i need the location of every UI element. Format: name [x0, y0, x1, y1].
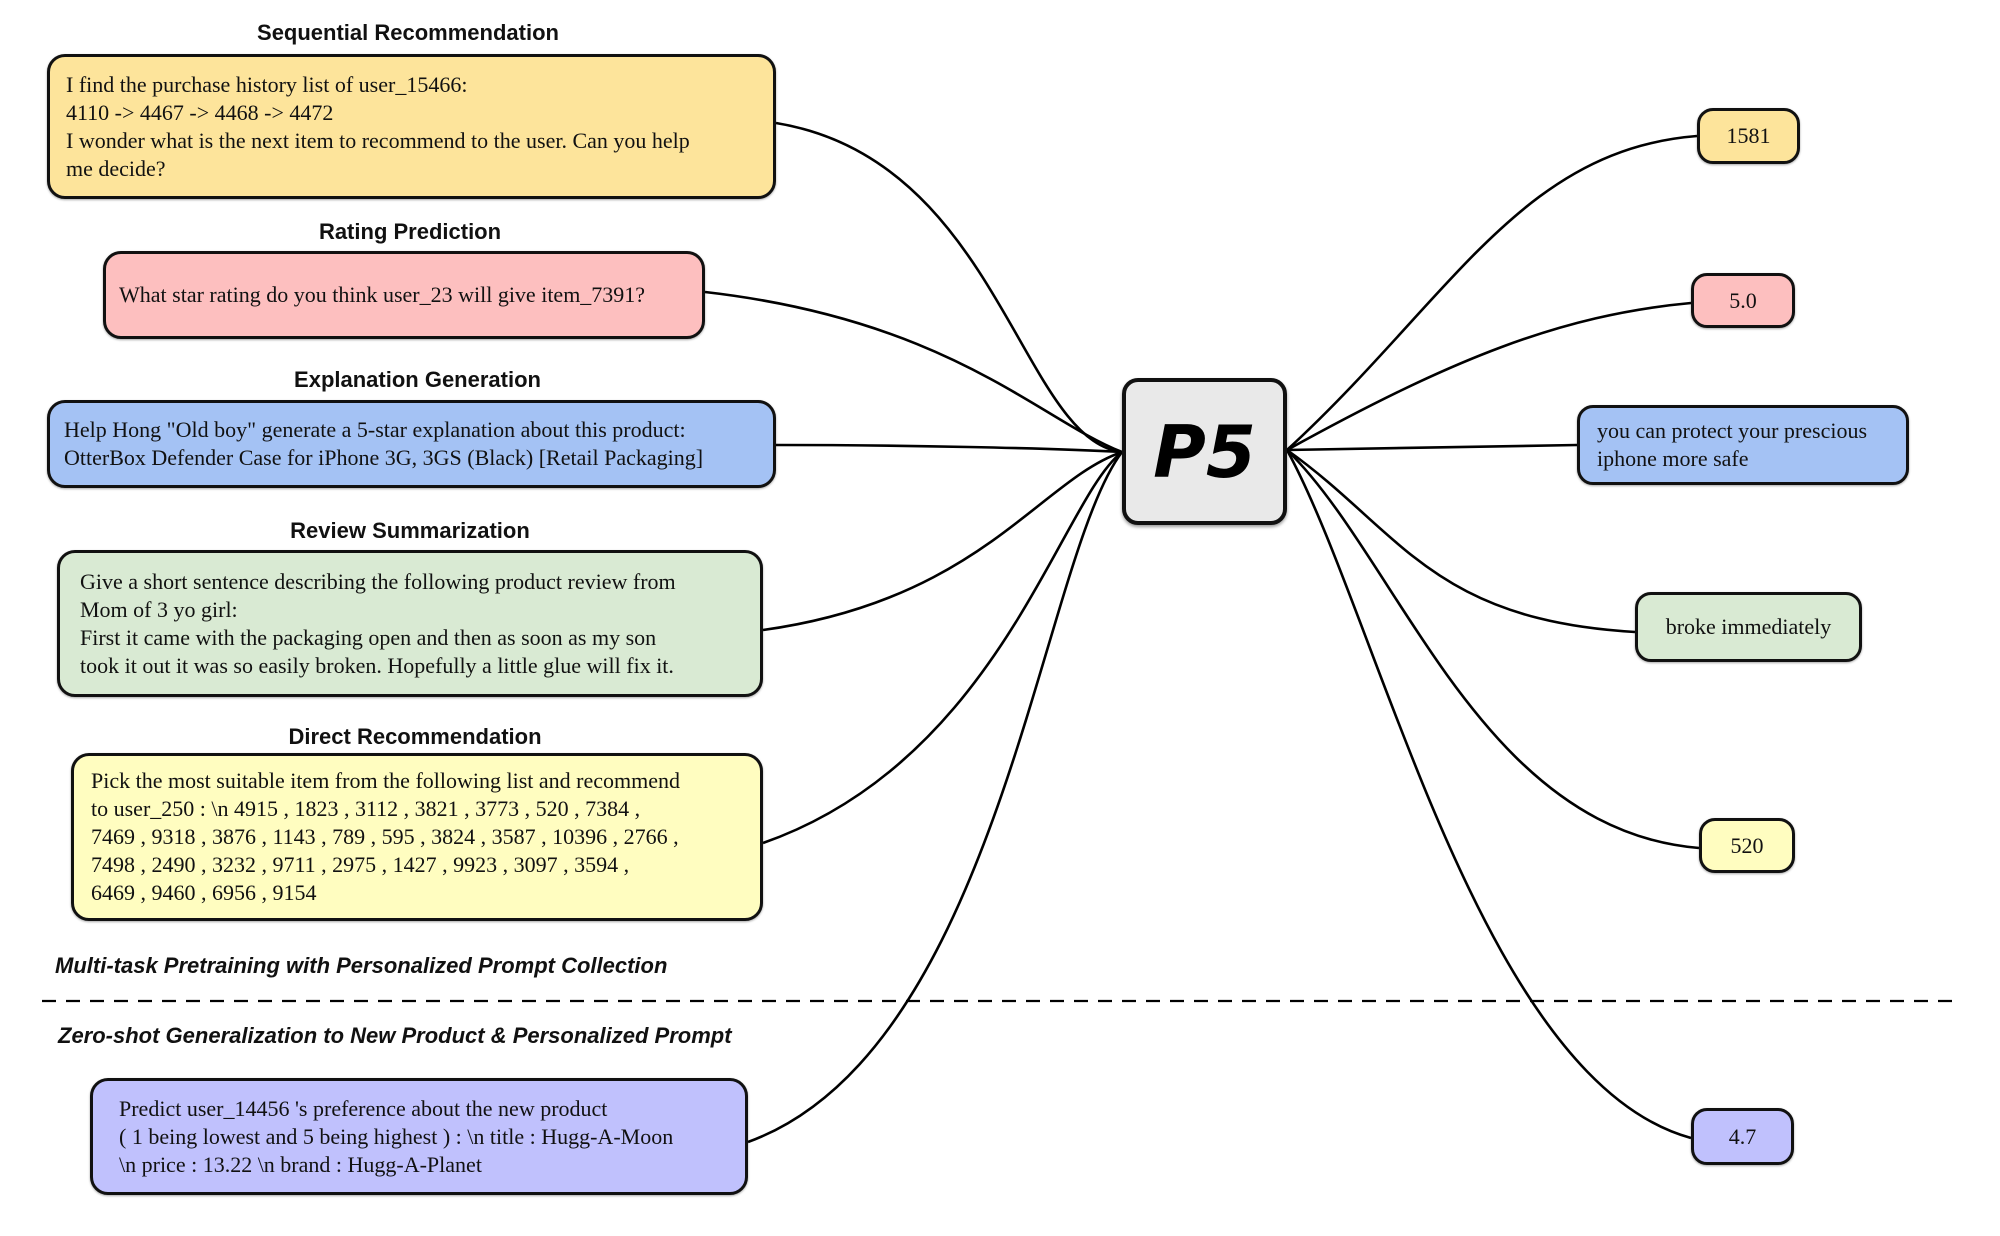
- connector-explanation-output: [1286, 443, 1578, 452]
- prompt-text-rating: What star rating do you think user_23 wi…: [119, 282, 646, 307]
- prompt-box-zeroshot: Predict user_14456 's preference about t…: [90, 1078, 748, 1195]
- prompt-box-direct: Pick the most suitable item from the fol…: [71, 753, 763, 921]
- connector-explanation-input: [775, 443, 1123, 454]
- prompt-box-rating: What star rating do you think user_23 wi…: [103, 251, 705, 339]
- output-text-zeroshot: 4.7: [1728, 1123, 1757, 1149]
- connector-zeroshot-input: [747, 451, 1124, 1144]
- task-title-direct: Direct Recommendation: [288, 724, 542, 749]
- prompt-text-explanation: Help Hong "Old boy" generate a 5-star ex…: [64, 417, 704, 470]
- connector-direct-input: [762, 450, 1123, 845]
- section-label-pretraining: Multi-task Pretraining with Personalized…: [55, 953, 668, 978]
- connector-sequential-input: [775, 121, 1123, 454]
- p5-model-label: P5: [1153, 409, 1256, 494]
- p5-model-node: P5: [1122, 378, 1287, 525]
- task-title-explanation: Explanation Generation: [294, 367, 541, 392]
- prompt-text-direct: Pick the most suitable item from the fol…: [91, 768, 681, 905]
- task-title-review: Review Summarization: [290, 518, 530, 543]
- connector-sequential-output: [1286, 134, 1698, 451]
- output-box-direct: 520: [1699, 818, 1795, 873]
- prompt-text-zeroshot: Predict user_14456 's preference about t…: [119, 1095, 674, 1177]
- output-text-explanation: you can protect your prescious iphone mo…: [1597, 418, 1868, 471]
- prompt-box-explanation: Help Hong "Old boy" generate a 5-star ex…: [47, 400, 776, 488]
- prompt-box-review: Give a short sentence describing the fol…: [57, 550, 763, 697]
- output-text-review: broke immediately: [1665, 614, 1832, 639]
- output-box-rating: 5.0: [1691, 273, 1795, 328]
- prompt-text-sequential: I find the purchase history list of user…: [66, 71, 690, 181]
- section-label-zeroshot: Zero-shot Generalization to New Product …: [58, 1023, 732, 1048]
- output-box-explanation: you can protect your prescious iphone mo…: [1577, 405, 1909, 485]
- output-text-sequential: 1581: [1726, 123, 1771, 148]
- prompt-text-review: Give a short sentence describing the fol…: [80, 568, 676, 678]
- output-text-rating: 5.0: [1729, 287, 1757, 313]
- output-box-review: broke immediately: [1635, 592, 1862, 662]
- task-title-rating: Rating Prediction: [318, 219, 502, 244]
- connector-zeroshot-output: [1285, 449, 1692, 1140]
- output-text-direct: 520: [1730, 832, 1764, 858]
- output-box-sequential: 1581: [1697, 108, 1800, 164]
- output-box-zeroshot: 4.7: [1691, 1108, 1794, 1165]
- task-title-sequential: Sequential Recommendation: [257, 20, 559, 45]
- prompt-box-sequential: I find the purchase history list of user…: [47, 54, 776, 199]
- connector-review-input: [762, 450, 1123, 632]
